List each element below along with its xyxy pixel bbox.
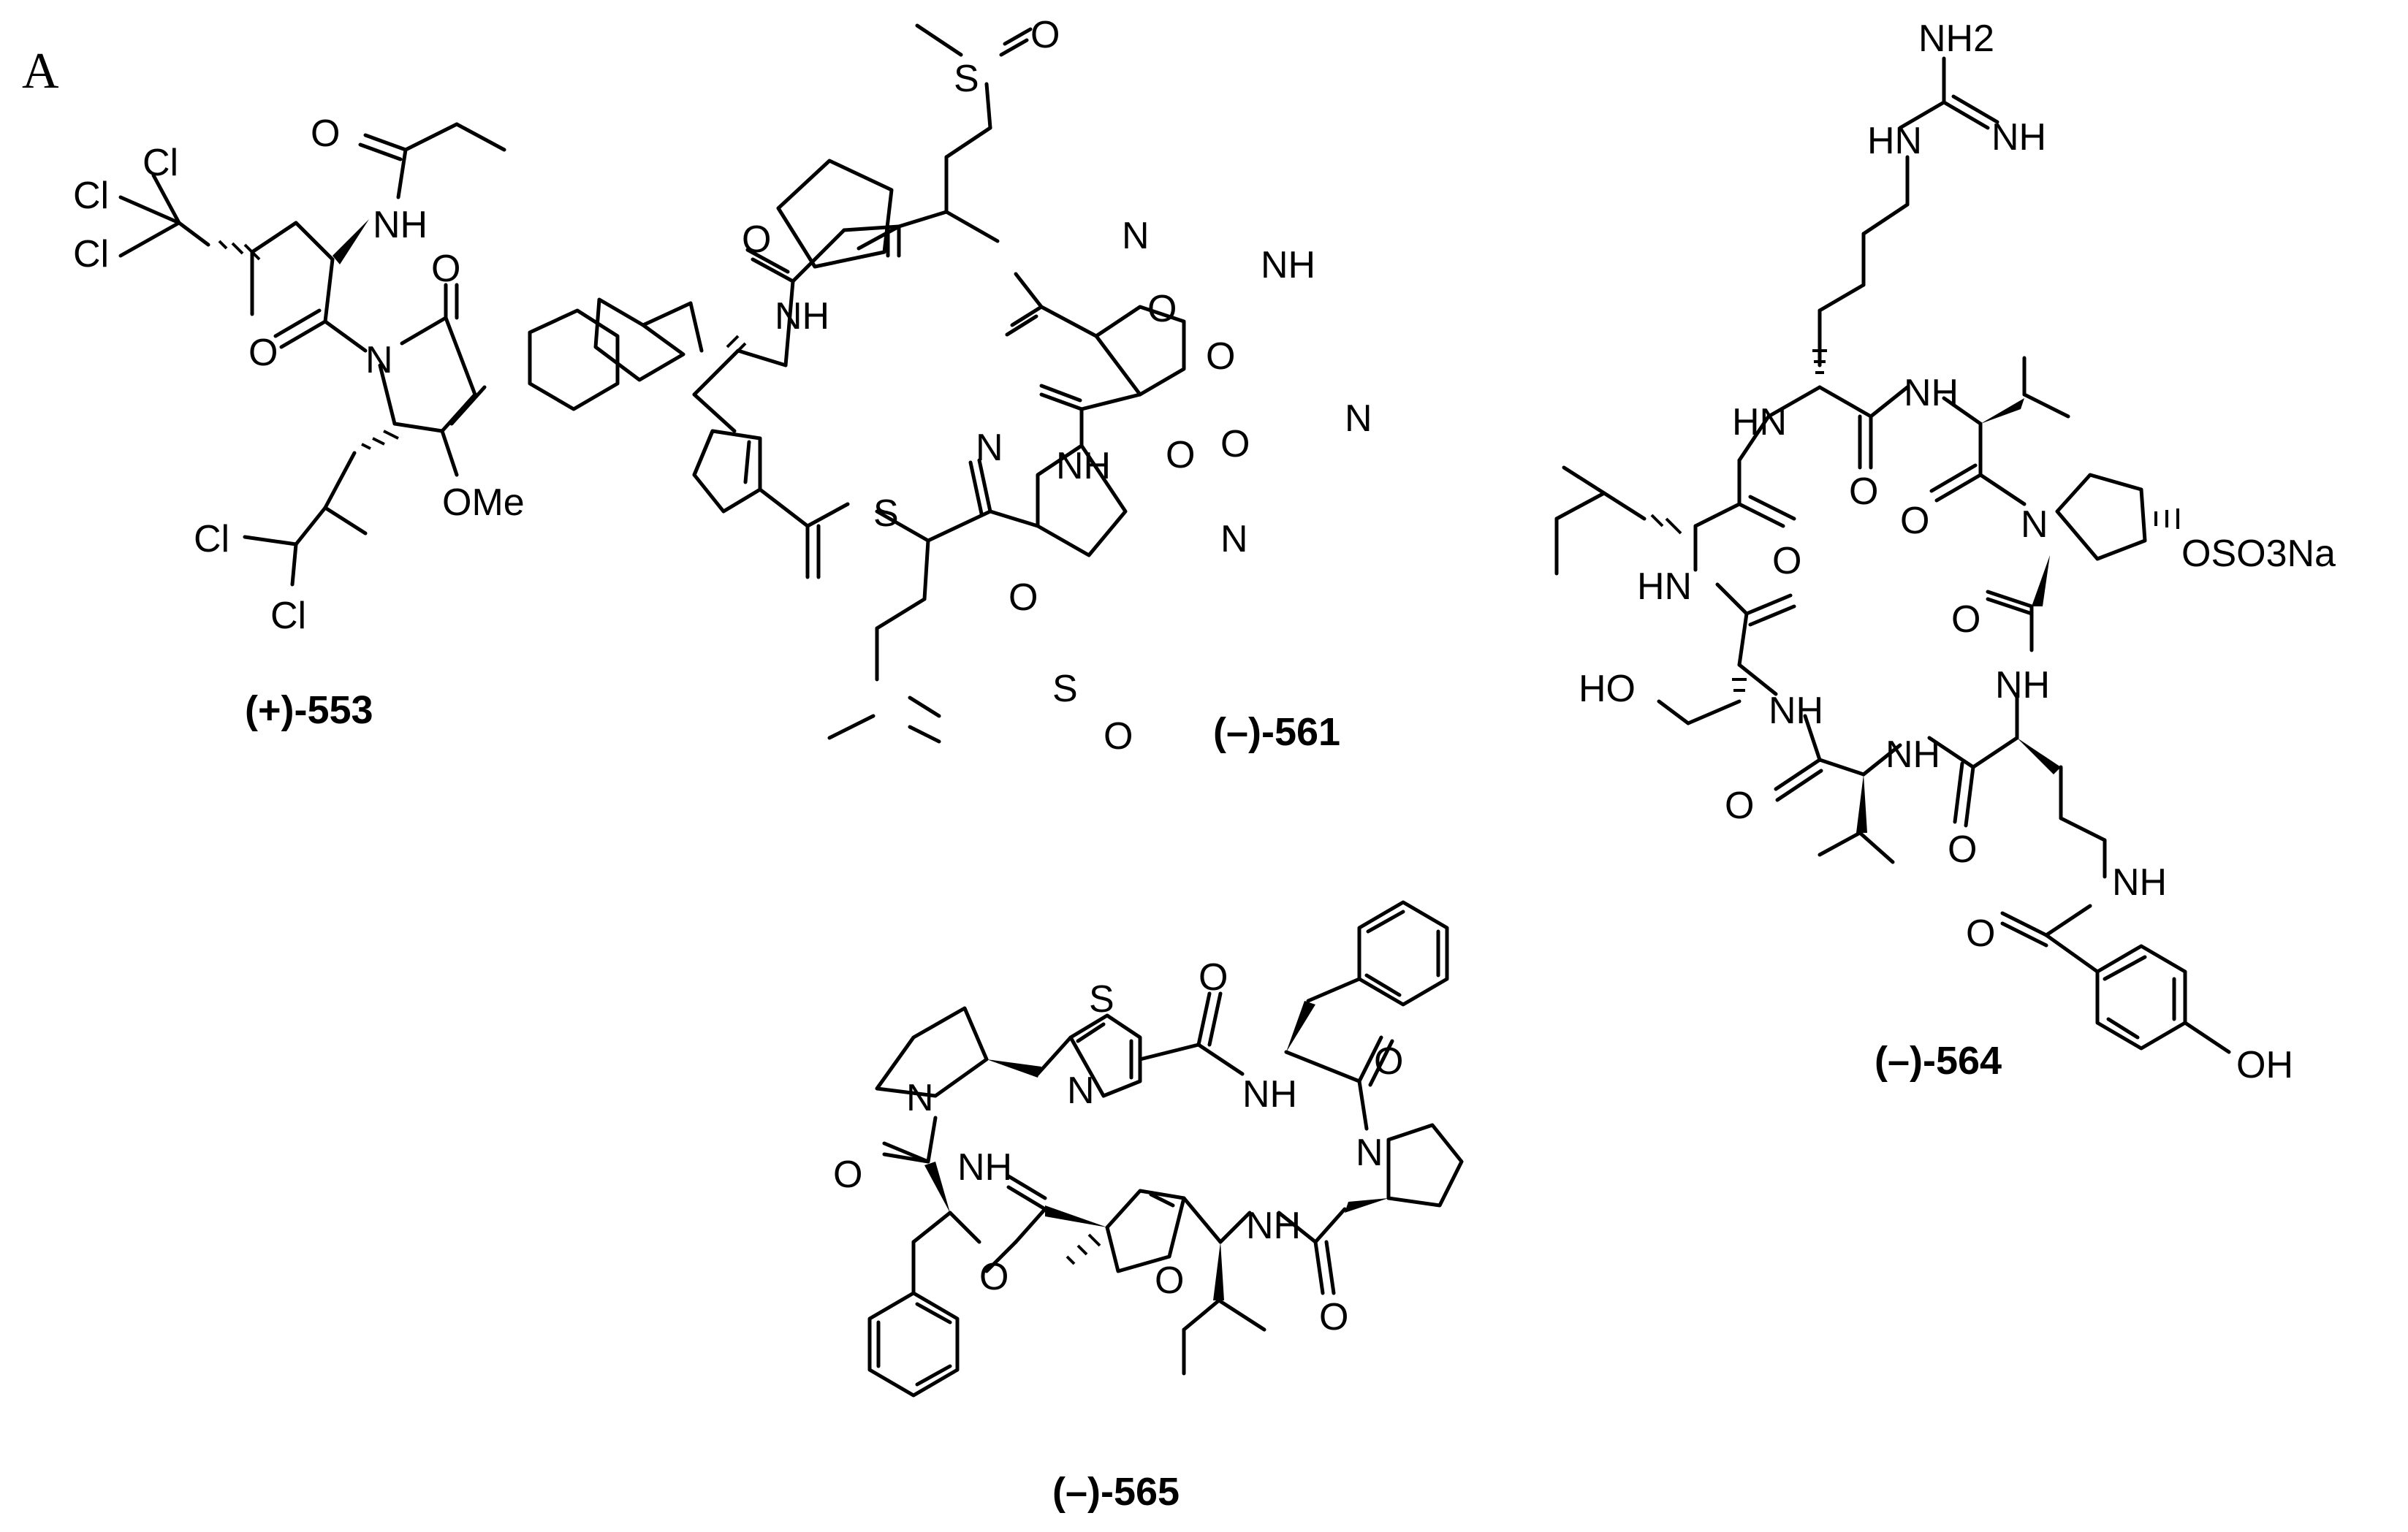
- atom-label: HN: [1732, 401, 1787, 443]
- atom-label: NH: [1242, 1073, 1297, 1116]
- atom-label: S: [873, 492, 899, 535]
- atom-label: NH: [1769, 690, 1823, 732]
- atom-label: OSO3Na: [2181, 533, 2336, 575]
- panel-label: A: [22, 43, 59, 99]
- atom-label: NH: [1056, 445, 1111, 487]
- atom-label: N: [2021, 503, 2048, 546]
- atom-label: NH: [1991, 116, 2046, 159]
- atom-label: N: [365, 339, 393, 381]
- atom-label: O: [1319, 1296, 1348, 1338]
- atom-label: O: [1220, 423, 1250, 465]
- compound-565-structure: S N O NH N O O NH N O NH O O: [833, 900, 1464, 1398]
- atom-label: NH: [1904, 372, 1959, 414]
- atom-label: O: [1155, 1259, 1184, 1302]
- atom-label: NH2: [1918, 18, 1994, 60]
- atom-label: O: [1725, 785, 1754, 827]
- atom-label: NH: [1261, 244, 1315, 286]
- compound-id-553: (+)-553: [245, 688, 373, 732]
- compound-id-564: (–)-564: [1875, 1039, 2002, 1083]
- atom-label: N: [1220, 518, 1248, 560]
- atom-label: O: [1199, 956, 1228, 999]
- atom-label: OH: [2236, 1044, 2293, 1086]
- atom-label: O: [311, 113, 340, 155]
- atom-label: O: [1147, 288, 1177, 330]
- atom-label: O: [979, 1256, 1009, 1298]
- atom-label: S: [954, 58, 979, 100]
- atom-label: N: [976, 427, 1003, 469]
- compound-id-565: (–)-565: [1052, 1470, 1180, 1514]
- atom-label: O: [1948, 828, 1977, 871]
- atom-label: N: [1356, 1132, 1383, 1174]
- atom-label: O: [1374, 1040, 1403, 1083]
- atom-label: O: [833, 1154, 862, 1196]
- compound-id-561: (–)-561: [1213, 710, 1340, 754]
- atom-label: N: [1067, 1070, 1095, 1112]
- atom-label: N: [1122, 215, 1150, 257]
- atom-label: HN: [1867, 120, 1922, 162]
- atom-label: NH: [1995, 664, 2050, 706]
- atom-label: N: [1345, 397, 1372, 440]
- atom-label: O: [1966, 912, 1995, 955]
- atom-label: O: [1104, 715, 1133, 758]
- atom-label: HO: [1579, 668, 1636, 710]
- atom-label: O: [1849, 470, 1878, 513]
- atom-label: HN: [1637, 565, 1692, 608]
- atom-label: O: [1772, 540, 1801, 582]
- atom-label: O: [1206, 335, 1235, 378]
- atom-label: O: [1166, 434, 1195, 476]
- atom-label: O: [1951, 598, 1980, 641]
- atom-label: NH: [1246, 1205, 1301, 1247]
- atom-label: Cl: [194, 518, 229, 560]
- atom-label: NH: [957, 1146, 1012, 1189]
- atom-label: O: [248, 332, 278, 374]
- atom-label: O: [1900, 500, 1929, 542]
- atom-label: NH: [373, 204, 428, 246]
- atom-label: O: [1030, 14, 1060, 56]
- atom-label: NH: [1885, 733, 1940, 776]
- atom-label: S: [1052, 668, 1078, 710]
- compound-553-structure: O NH Cl Cl Cl O N O OMe Cl Cl: [73, 113, 525, 637]
- compound-564-structure: NH2 HN NH HN NH O O N OSO3Na HN O HO NH …: [1554, 18, 2336, 1086]
- compound-561-structure: S O O N NH O NH O N O S N NH O N O S O: [528, 14, 1372, 758]
- atom-label: O: [742, 218, 771, 261]
- atom-label: Cl: [143, 142, 178, 184]
- atom-label: NH: [775, 295, 829, 338]
- atom-label: S: [1089, 978, 1114, 1021]
- atom-label: OMe: [442, 481, 525, 524]
- atom-label: NH: [2112, 861, 2167, 904]
- atom-label: O: [1009, 576, 1038, 619]
- atom-label: N: [906, 1077, 934, 1119]
- atom-label: Cl: [73, 233, 109, 275]
- atom-label: Cl: [73, 175, 109, 217]
- atom-label: Cl: [270, 595, 306, 637]
- atom-label: O: [431, 248, 460, 290]
